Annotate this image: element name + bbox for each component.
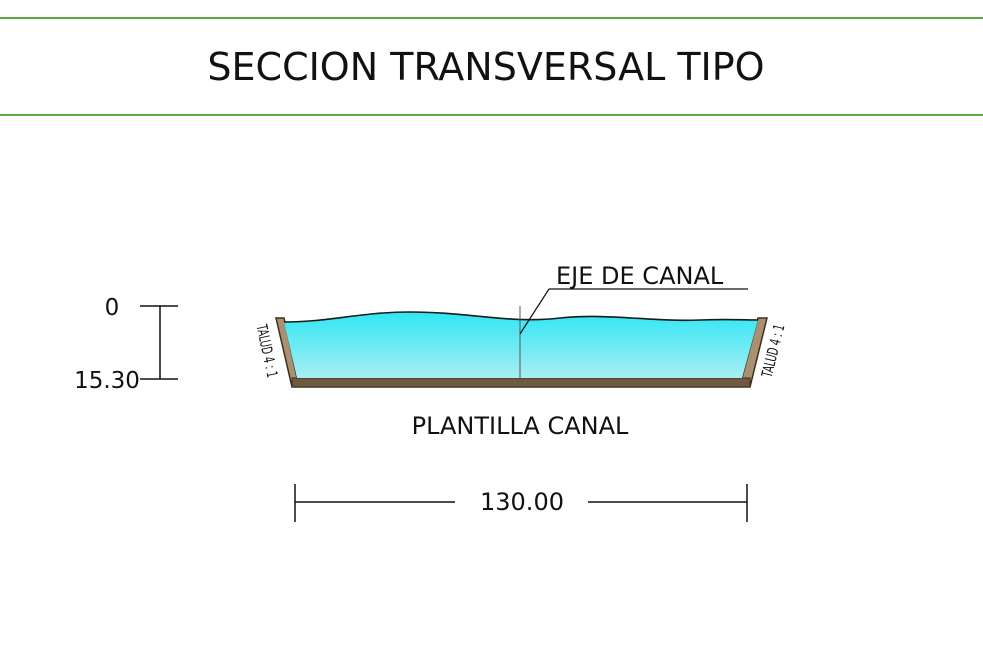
level-top-value: 0 <box>105 295 120 321</box>
slope-label-left: TALUD 4 : 1 <box>253 322 282 379</box>
water-body <box>284 312 758 378</box>
water-surface <box>283 311 759 323</box>
axis-leader <box>519 288 550 335</box>
canal-bottom-label: PLANTILLA CANAL <box>412 412 629 440</box>
canal-bottom-slab <box>291 377 751 388</box>
level-bottom-value: 15.30 <box>74 368 140 394</box>
width-value: 130.00 <box>480 488 564 516</box>
canal-axis-label: EJE DE CANAL <box>556 262 724 290</box>
page-title: SECCION TRANSVERSAL TIPO <box>207 45 764 89</box>
